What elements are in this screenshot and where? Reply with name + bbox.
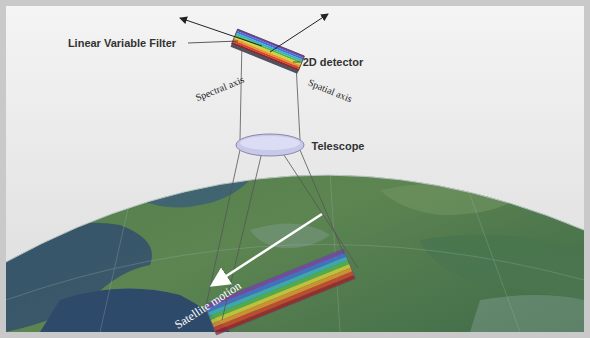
horizon [6,175,584,262]
part-label: 2D detector [303,56,364,68]
cloud [470,295,584,332]
earth [0,100,590,338]
grid [6,170,584,332]
part-label: Linear Variable Filter [68,37,176,49]
axis-arrow [270,14,328,52]
leader-line [188,41,238,43]
land-patch [420,234,584,300]
telescope-lens [236,134,304,156]
land [0,100,590,338]
detector-filter [231,29,305,74]
motion-arrow [214,214,322,284]
axis-arrow [180,18,262,46]
leader-line [293,62,300,63]
lens-highlight [240,136,300,150]
part-label: Telescope [312,140,365,152]
sky-panel [6,6,584,332]
